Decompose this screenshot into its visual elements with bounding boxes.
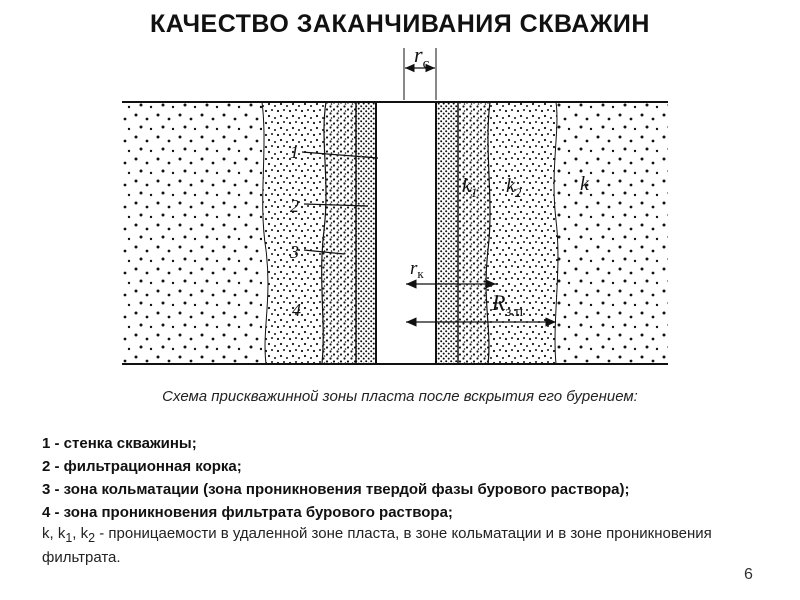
left-filtrate-zone — [262, 102, 326, 364]
k2-label: k2 — [506, 175, 522, 200]
page-number: 6 — [744, 566, 753, 583]
rc-label: rс — [414, 42, 430, 72]
label-1: 1 — [290, 142, 299, 162]
label-2: 2 — [290, 196, 299, 216]
legend-item-4: 4 - зона проникновения фильтрата буровог… — [42, 504, 453, 521]
legend-item-3: 3 - зона кольматации (зона проникновения… — [42, 481, 630, 498]
left-colmatation-zone — [321, 102, 356, 364]
label-3: 3 — [289, 242, 299, 262]
legend-note-permeability: k, k1, k2 - проницаемости в удаленной зо… — [42, 525, 712, 566]
leader-line-2 — [303, 203, 369, 207]
wellbore — [376, 102, 436, 364]
right-formation-zone — [554, 102, 668, 364]
rk-label: rк — [410, 258, 424, 281]
k1-label: k1 — [462, 175, 477, 200]
right-filter-cake — [436, 102, 458, 364]
left-formation-zone — [122, 102, 262, 364]
diagram-caption: Схема прискважинной зоны пласта после вс… — [162, 388, 638, 405]
well-zone-diagram: rс 1 2 3 4 k1 k2 k rк Rз.п — [122, 42, 668, 365]
leader-line-3 — [303, 249, 345, 255]
legend: 1 - стенка скважины; 2 - фильтрационная … — [42, 432, 732, 568]
right-colmatation-zone — [458, 102, 490, 364]
left-outer-boundary — [261, 101, 269, 365]
label-4: 4 — [292, 300, 301, 320]
rzp-label: Rз.п — [491, 290, 523, 320]
page-title: КАЧЕСТВО ЗАКАНЧИВАНИЯ СКВАЖИН — [150, 10, 650, 38]
left-filter-cake — [356, 102, 376, 364]
legend-item-1: 1 - стенка скважины; — [42, 435, 197, 452]
right-filtrate-zone — [486, 102, 558, 364]
k-label: k — [580, 173, 590, 195]
leader-line-1 — [301, 151, 379, 159]
legend-item-2: 2 - фильтрационная корка; — [42, 458, 242, 475]
left-zone-boundary — [321, 101, 327, 365]
right-zone-boundary — [485, 101, 491, 365]
